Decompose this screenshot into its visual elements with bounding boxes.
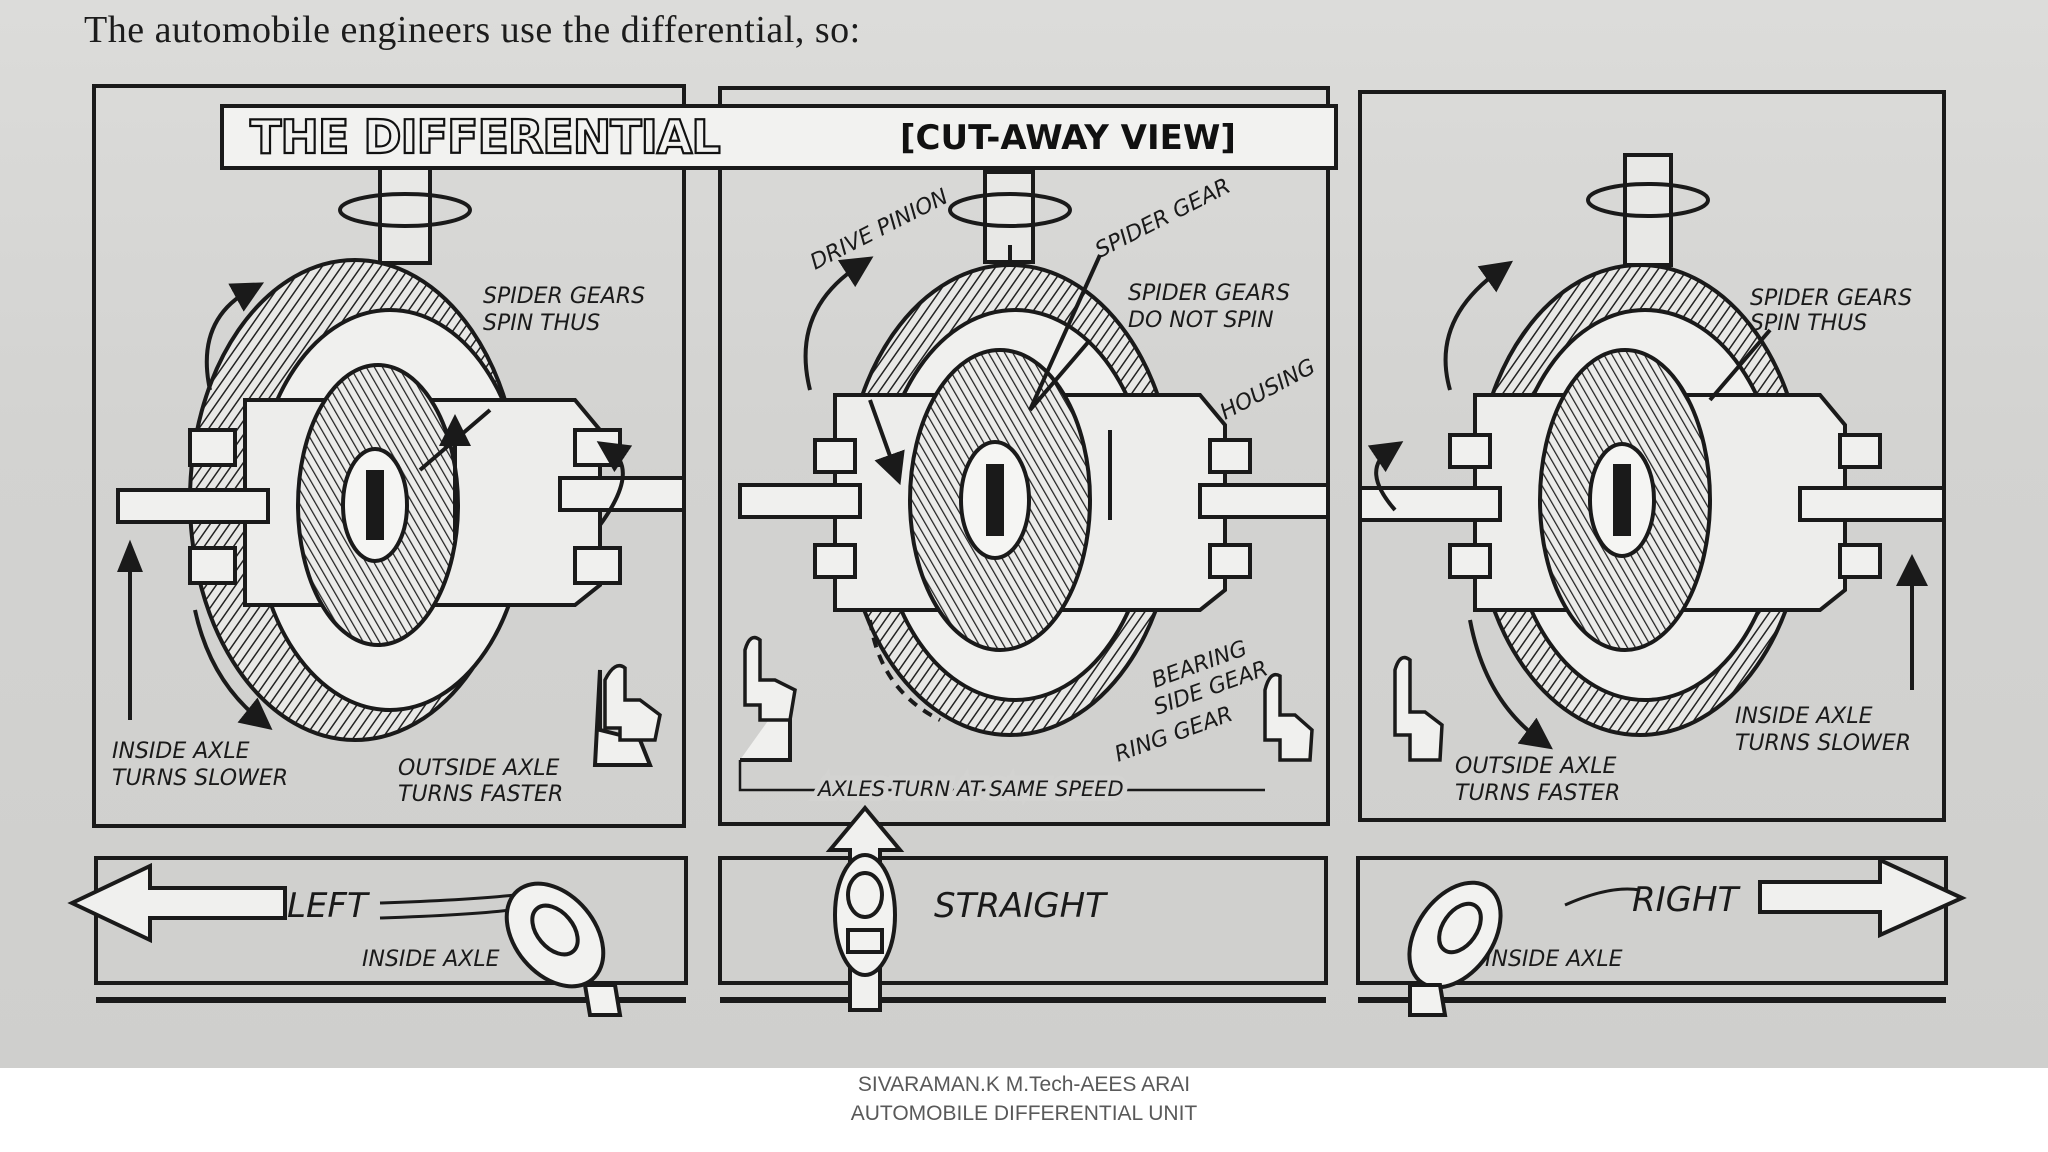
right-turns-slower-label: TURNS SLOWER xyxy=(1735,731,1911,756)
banner-title: THE DIFFERENTIAL xyxy=(250,110,720,164)
left-turn-arrow xyxy=(67,862,287,944)
left-spider-gears-label: SPIDER GEARS xyxy=(483,284,645,309)
road-lines xyxy=(379,882,1762,920)
straight-direction-label: STRAIGHT xyxy=(934,886,1108,926)
left-spin-thus-label: SPIN THUS xyxy=(483,311,600,336)
banner-subtitle: [CUT-AWAY VIEW] xyxy=(900,118,1236,158)
scanned-page: The automobile engineers use the differe… xyxy=(0,0,2048,1068)
car-icon xyxy=(1407,880,1503,1017)
car-icon xyxy=(833,853,897,977)
housing-label: HOUSING xyxy=(1216,354,1319,425)
right-inside-axle-caption: INSIDE AXLE xyxy=(1485,947,1623,972)
left-inside-axle-caption: INSIDE AXLE xyxy=(362,947,500,972)
pointing-hand-icon xyxy=(1393,655,1444,762)
title-banner: THE DIFFERENTIAL [CUT-AWAY VIEW] xyxy=(220,104,1338,170)
direction-box-right xyxy=(1356,856,1948,1003)
car-icon xyxy=(504,881,623,1017)
left-differential-drawing xyxy=(116,166,686,767)
pointing-hand-icon xyxy=(1263,672,1314,762)
right-spin-thus-label: SPIN THUS xyxy=(1750,311,1867,336)
right-differential-drawing xyxy=(1358,153,1946,750)
right-turns-faster-label: TURNS FASTER xyxy=(1455,781,1620,806)
left-turns-slower-label: TURNS SLOWER xyxy=(112,766,288,791)
center-differential-drawing xyxy=(738,170,1330,792)
axles-same-speed-label: AXLES TURN AT SAME SPEED xyxy=(816,777,1124,801)
left-inside-axle-label: INSIDE AXLE xyxy=(112,739,250,764)
panel-left-frame xyxy=(92,84,686,828)
direction-labels: LEFT INSIDE AXLE STRAIGHT RIGHT INSIDE A… xyxy=(287,880,1741,972)
left-outside-axle-label: OUTSIDE AXLE xyxy=(398,756,560,781)
left-direction-label: LEFT xyxy=(287,886,370,926)
panel-right-frame xyxy=(1358,90,1946,822)
direction-box-center xyxy=(718,856,1328,1003)
left-turns-faster-label: TURNS FASTER xyxy=(398,782,563,807)
right-labels: SPIDER GEARS SPIN THUS INSIDE AXLE TURNS… xyxy=(1455,286,1912,806)
footer-topic: AUTOMOBILE DIFFERENTIAL UNIT xyxy=(850,1102,1198,1125)
drive-pinion-label: DRIVE PINION xyxy=(806,184,952,275)
spider-gear-label: SPIDER GEAR xyxy=(1091,174,1234,264)
panel-center-frame xyxy=(718,86,1330,826)
center-spider-gears-label: SPIDER GEARS xyxy=(1128,281,1290,306)
slide-footer: SIVARAMAN.K M.Tech-AEES ARAI AUTOMOBILE … xyxy=(0,1068,2048,1152)
differential-figure: THE DIFFERENTIAL [CUT-AWAY VIEW] xyxy=(67,84,1967,1017)
intro-text: The automobile engineers use the differe… xyxy=(84,9,861,51)
pointing-hand-icon xyxy=(743,635,797,722)
footer-author: SIVARAMAN.K M.Tech-AEES ARAI xyxy=(857,1073,1191,1096)
right-turn-arrow xyxy=(1758,856,1967,939)
pointing-hand-icon xyxy=(603,664,662,742)
right-outside-axle-label: OUTSIDE AXLE xyxy=(1455,754,1617,779)
right-direction-label: RIGHT xyxy=(1632,880,1741,920)
left-labels: SPIDER GEARS SPIN THUS INSIDE AXLE TURNS… xyxy=(112,284,645,807)
do-not-spin-label: DO NOT SPIN xyxy=(1128,308,1274,333)
right-spider-gears-label: SPIDER GEARS xyxy=(1750,286,1912,311)
right-inside-axle-label: INSIDE AXLE xyxy=(1735,704,1873,729)
